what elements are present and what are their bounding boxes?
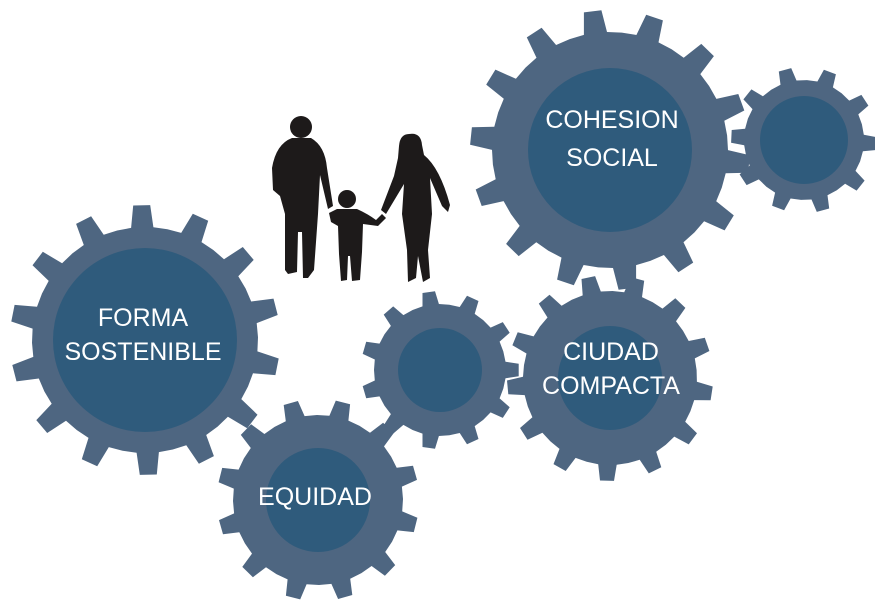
gear-ciudad-compacta: CIUDAD COMPACTA (507, 276, 713, 481)
gear-ciudad-line-2: COMPACTA (542, 372, 680, 400)
father-figure-icon (272, 116, 333, 278)
gear-cohesion-line-1: COHESION (545, 106, 678, 134)
gear-equidad-line-1: EQUIDAD (258, 483, 372, 511)
mother-figure-icon (381, 133, 450, 282)
gear-small-right-unlabeled (731, 68, 875, 212)
gear-forma-sostenible: FORMA SOSTENIBLE (11, 205, 279, 475)
gear-cohesion-social: COHESION SOCIAL (470, 10, 750, 290)
gear-equidad: EQUIDAD (218, 400, 418, 600)
child-figure-icon (329, 190, 386, 281)
gear-ciudad-line-1: CIUDAD (563, 338, 659, 366)
gear-cohesion-line-2: SOCIAL (566, 144, 658, 172)
gear-middle-unlabeled (362, 291, 519, 449)
gear-forma-line-2: SOSTENIBLE (65, 338, 222, 366)
gear-forma-line-1: FORMA (98, 304, 189, 332)
family-silhouette-icon (272, 116, 450, 282)
